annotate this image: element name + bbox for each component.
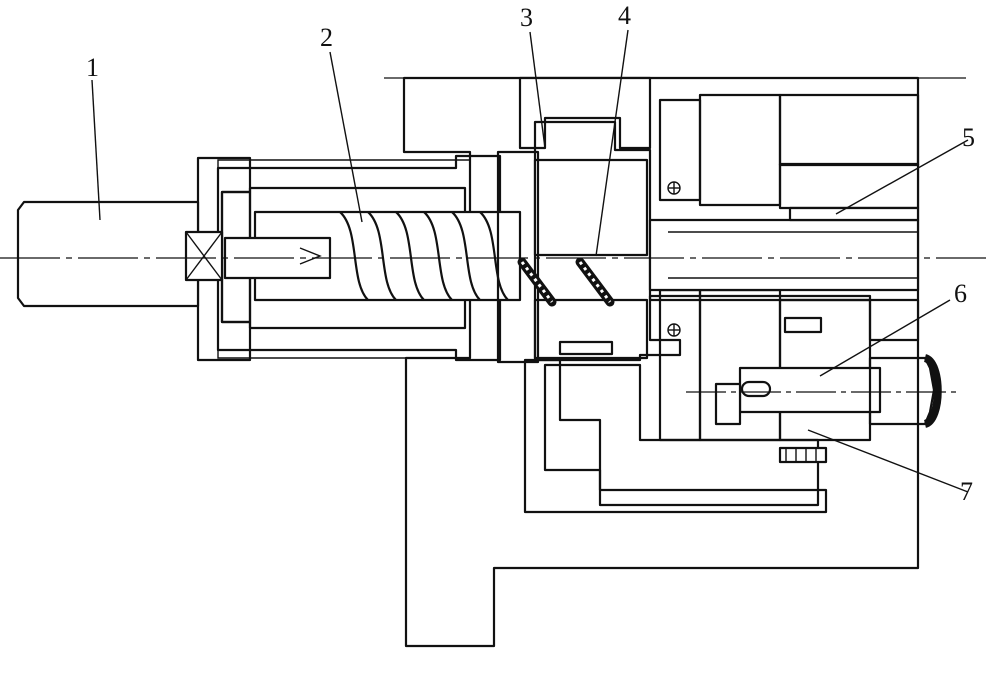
part-label-7: 7	[960, 477, 973, 506]
leader-1	[91, 79, 101, 221]
part-labels: 1 2 3 4 5 6 7	[86, 1, 975, 506]
leader-lines	[91, 29, 969, 493]
leader-4	[595, 29, 629, 257]
part-label-1: 1	[86, 53, 99, 82]
part-label-5: 5	[962, 123, 975, 152]
housing-body	[402, 76, 920, 648]
part-label-4: 4	[618, 1, 631, 30]
part-label-2: 2	[320, 23, 333, 52]
housing-cavities	[518, 76, 920, 514]
screw-part-7	[778, 316, 828, 464]
screw-part-2	[223, 210, 522, 302]
rod-part-5	[648, 206, 920, 292]
piston-part-3	[496, 150, 649, 364]
shaft-part-1	[16, 200, 224, 308]
leader-5	[835, 139, 969, 215]
pin-part-6	[714, 354, 942, 428]
leader-2	[329, 51, 363, 223]
inner-sleeve	[533, 120, 820, 507]
seal-rings	[667, 181, 681, 337]
part-label-6: 6	[954, 279, 967, 308]
spring-part-4	[517, 257, 615, 307]
part-label-3: 3	[520, 3, 533, 32]
screw-threads	[328, 211, 509, 301]
leader-7	[807, 429, 969, 493]
leader-6	[819, 299, 951, 377]
leader-3	[529, 31, 546, 149]
centre-lines	[0, 77, 986, 393]
